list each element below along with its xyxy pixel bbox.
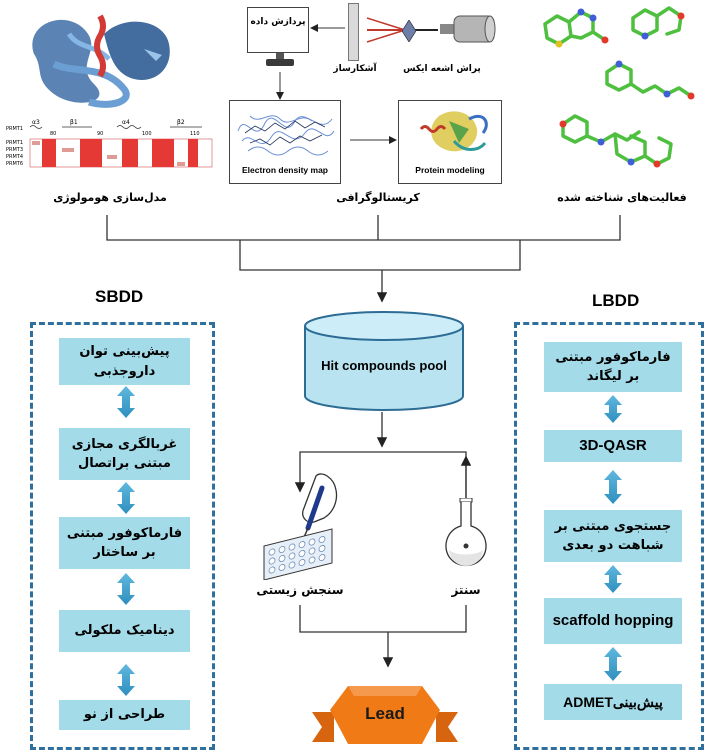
sbdd-step-druggability: پیش‌بینی توان داروجذبی: [59, 338, 190, 385]
protein-modeling-panel: Protein modeling: [398, 100, 502, 184]
hit-pool-label: Hit compounds pool: [321, 358, 447, 373]
sbdd-panel: [30, 322, 215, 750]
sbdd-double-arrows: [117, 386, 135, 696]
bioassay-label: سنجش زیستی: [256, 583, 344, 597]
sbdd-step-de-novo: طراحی از نو: [59, 700, 190, 730]
lbdd-step-ligand-pharmacophore: فارماکوفور مبتنی بر لیگاند: [544, 342, 682, 392]
lbdd-step-admet: ADMETپیش‌بینی: [544, 684, 682, 720]
synthesis-flask-icon: [445, 498, 487, 567]
synthesis-label: سنتز: [451, 583, 481, 597]
svg-text:PRMT4: PRMT4: [6, 154, 23, 160]
lbdd-title: LBDD: [592, 291, 640, 310]
xray-diffraction-label: پراش اشعه ایکس: [403, 64, 481, 74]
svg-text:β2: β2: [177, 119, 185, 126]
svg-text:PRMT3: PRMT3: [6, 147, 23, 153]
svg-text:PRMT1: PRMT1: [6, 140, 23, 146]
svg-text:PRMT1: PRMT1: [6, 126, 23, 132]
lead-banner: [312, 686, 458, 744]
lbdd-step-2d-similarity: جستجوی مبتنی بر شباهت دو بعدی: [544, 510, 682, 562]
crystal-icon: [402, 20, 416, 42]
protein-ribbon-image: [32, 14, 170, 108]
lbdd-step-scaffold-hopping: scaffold hopping: [544, 598, 682, 644]
monitor-screen: پردازش داده: [247, 7, 309, 53]
sbdd-step-structure-pharmacophore: فارماکوفور مبتنی بر ساختار: [59, 517, 190, 569]
svg-text:100: 100: [142, 131, 152, 137]
svg-text:90: 90: [97, 131, 103, 137]
detector-label: آشکارساز: [333, 64, 377, 74]
sbdd-step-molecular-dynamics: دینامیک ملکولی: [59, 610, 190, 652]
svg-text:110: 110: [190, 131, 200, 137]
detector-icon: [348, 3, 359, 61]
electron-density-caption: Electron density map: [242, 165, 328, 175]
svg-text:80: 80: [50, 131, 56, 137]
known-activities-label: فعالیت‌های شناخته شده: [557, 191, 687, 204]
lbdd-step-3d-qsar: 3D-QASR: [544, 430, 682, 462]
monitor-stand-icon: [266, 53, 294, 66]
svg-text:α3: α3: [32, 119, 40, 126]
lead-label: Lead: [365, 704, 405, 723]
xray-source-icon: [440, 15, 496, 43]
ligand-molecules-image: [543, 6, 695, 168]
svg-text:α4: α4: [122, 119, 130, 126]
sbdd-step-docking-screening: غربالگری مجازی مبتنی براتصال: [59, 428, 190, 480]
crystallography-label: کریستالوگرافی: [336, 191, 420, 204]
svg-text:β1: β1: [70, 119, 78, 126]
sbdd-title: SBDD: [95, 287, 144, 306]
lbdd-panel: [514, 322, 704, 750]
data-processing-label: پردازش داده: [250, 17, 306, 27]
svg-text:PRMT6: PRMT6: [6, 161, 23, 167]
lbdd-double-arrows: [604, 395, 622, 681]
bioassay-plate-icon: [263, 473, 338, 580]
protein-modeling-caption: Protein modeling: [415, 165, 485, 175]
hit-pool-cylinder: [304, 311, 464, 411]
homology-modeling-label: مدل‌سازی هومولوژی: [53, 191, 167, 204]
electron-density-map-panel: Electron density map: [229, 100, 341, 184]
